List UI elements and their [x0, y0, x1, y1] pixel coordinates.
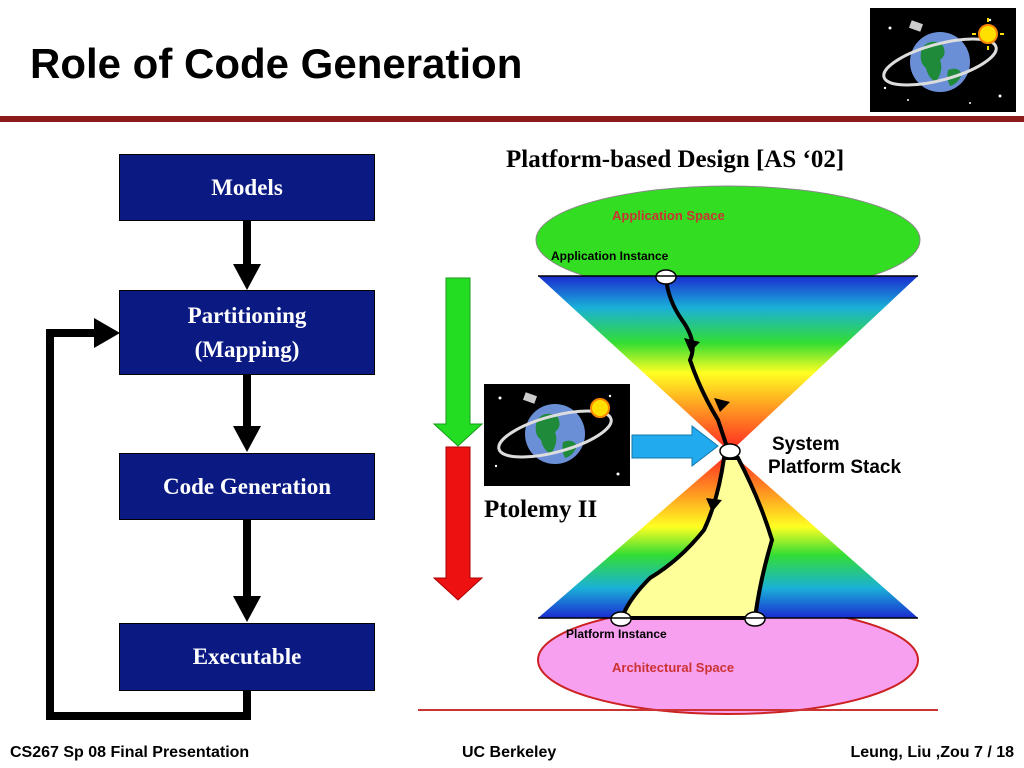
- partitioning-label: Partitioning: [187, 302, 307, 328]
- executable-label: Executable: [192, 644, 302, 669]
- slide-title: Role of Code Generation: [30, 40, 523, 87]
- system-label: System: [772, 434, 840, 455]
- application-path: [664, 277, 730, 451]
- platform-design-title: Platform-based Design [AS ‘02]: [506, 146, 845, 173]
- down-arrow-red: [432, 446, 484, 601]
- application-space-label: Application Space: [612, 208, 725, 223]
- ptolemy-globe-icon: [484, 384, 630, 486]
- code-generation-label: Code Generation: [162, 473, 331, 499]
- footer-right: Leung, Liu ,Zou 7 / 18: [850, 744, 1014, 761]
- models-box: Models: [119, 154, 375, 221]
- platform-path-region: [619, 456, 775, 620]
- code-generation-box: Code Generation: [119, 453, 375, 520]
- globe-logo-icon: [870, 8, 1016, 112]
- ptolemy-label: Ptolemy II: [484, 496, 598, 523]
- footer-left: CS267 Sp 08 Final Presentation: [10, 744, 250, 761]
- platform-instance-label: Platform Instance: [566, 627, 667, 641]
- partitioning-box: Partitioning (Mapping): [119, 290, 375, 375]
- flow-arrows: [233, 221, 261, 622]
- side-arrow-blue: [631, 424, 719, 468]
- mapping-label: (Mapping): [194, 336, 300, 362]
- architectural-space-label: Architectural Space: [612, 660, 734, 675]
- title-divider: [0, 116, 1024, 122]
- application-instance-label: Application Instance: [551, 249, 669, 263]
- executable-box: Executable: [119, 623, 375, 691]
- platform-stack-label: Platform Stack: [768, 457, 901, 478]
- footer-center: UC Berkeley: [462, 744, 557, 761]
- down-arrow-green: [432, 277, 484, 447]
- feedback-loop-arrow: [46, 329, 251, 720]
- models-label: Models: [211, 174, 283, 200]
- upper-cone: [538, 276, 918, 452]
